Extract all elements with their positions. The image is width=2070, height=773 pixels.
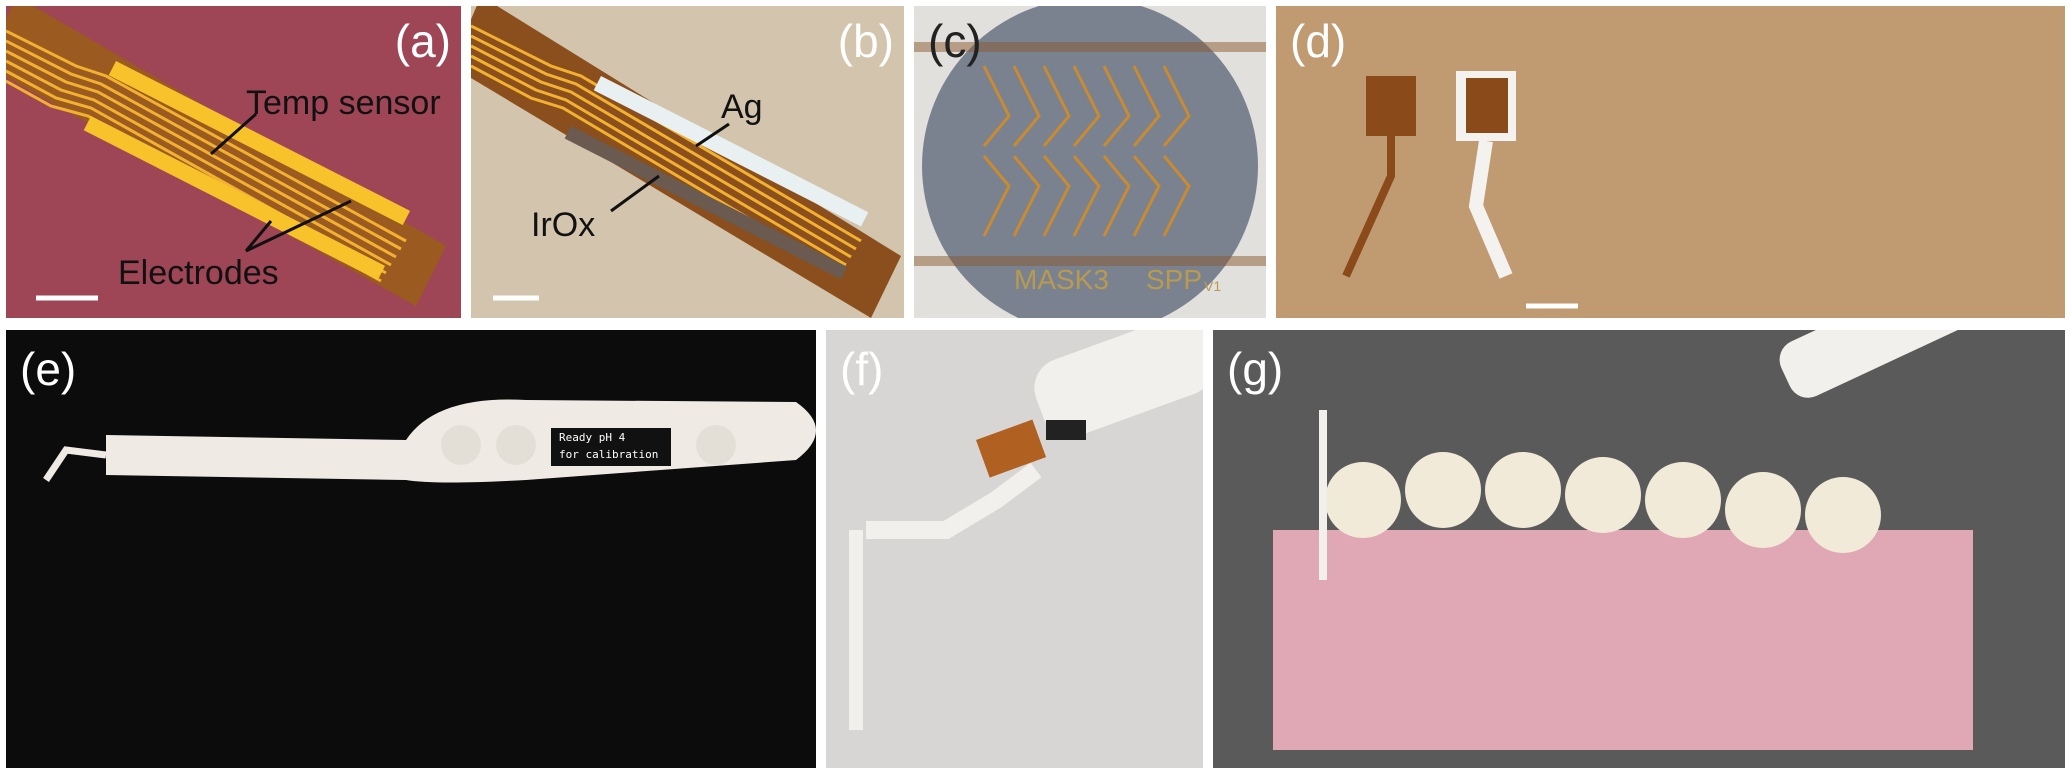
panel-label-c: (c) [928,15,982,67]
display-line-1: Ready pH 4 [559,431,626,444]
annotation-temp-sensor: Temp sensor [246,84,441,122]
probe-illustration-a [6,6,446,306]
wafer-image [914,6,1266,318]
annotation-ag: Ag [721,88,763,126]
panel-g: (g) [1213,330,2065,768]
annotation-arrows-b [610,122,730,213]
panel-e: (e) Ready pH 4 for calibration [6,330,816,768]
wafer-text-mask: MASK3 [1014,264,1109,295]
panel-f: (f) [826,330,1203,768]
panel-label-f: (f) [840,343,884,395]
dental-model-photo [1273,330,1992,750]
annotation-irox: IrOx [531,206,596,244]
panel-label-a: (a) [394,15,451,67]
panel-label-b: (b) [837,15,894,67]
probe-connector-photo [849,330,1203,730]
panel-c: (c) MASK3 SPP V1 [914,6,1266,318]
panel-label-e: (e) [20,343,77,395]
panel-b: (b) Ag IrOx [471,6,904,318]
panel-label-d: (d) [1290,15,1347,67]
panel-a: (a) Temp sensor Electrodes [6,6,461,318]
annotation-electrodes: Electrodes [118,254,279,292]
wafer-text-spp: SPP [1146,264,1203,295]
handheld-device [43,399,816,483]
annotation-arrows-a [210,112,352,253]
probe-illustration-b [471,6,901,318]
display-line-2: for calibration [559,448,659,461]
panel-label-g: (g) [1227,343,1284,395]
probes-photo-d [1342,71,1578,309]
wafer-text-v1: V1 [1204,278,1222,294]
panel-d: (d) [1276,6,2065,318]
